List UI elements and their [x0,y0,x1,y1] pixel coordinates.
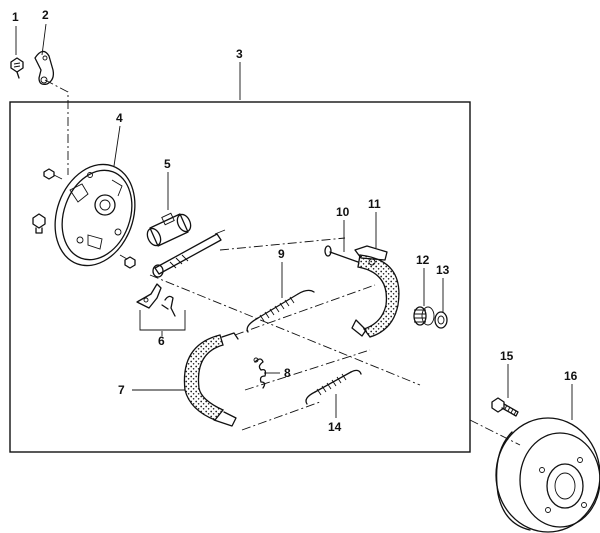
callout-labels: 1 2 3 4 5 6 7 8 9 10 11 12 13 14 15 16 [12,8,578,434]
callout-4: 4 [116,111,123,125]
wheel-stud-part-15 [491,397,519,417]
callout-8: 8 [284,366,291,380]
callout-10: 10 [336,205,350,219]
cup-washer-part-13 [434,311,448,329]
bolt-part-1 [10,57,24,79]
callout-15: 15 [500,349,514,363]
return-spring-part-14 [305,369,362,405]
callout-7: 7 [118,383,125,397]
alignment-lines [44,79,521,446]
bracket-part-2 [34,50,55,86]
plate-bolt-top [43,168,63,180]
brake-drum-part-16 [495,417,600,533]
callout-2: 2 [42,8,49,22]
callout-5: 5 [164,157,171,171]
adjuster-strut [152,229,226,278]
callout-11: 11 [368,197,381,211]
wheel-cylinder-part-5 [146,212,192,247]
plate-nipple-left [32,213,46,234]
callout-1: 1 [12,10,19,24]
hold-down-spring-part-12 [413,306,435,326]
assembly-frame [9,101,471,453]
callout-12: 12 [416,253,430,267]
callout-3: 3 [236,47,243,61]
brake-shoe-part-11 [351,245,400,338]
brake-shoe-part-7 [183,332,239,427]
callout-13: 13 [436,263,450,277]
backing-plate-part-4 [54,163,136,267]
callout-9: 9 [278,247,285,261]
callout-leaders [15,23,573,420]
hold-down-pin-part-10 [324,245,359,263]
return-spring-part-9 [246,289,315,333]
callout-6: 6 [158,334,165,348]
plate-bolt-bottom [119,254,136,269]
spring-part-8 [253,357,267,389]
callout-14: 14 [328,420,342,434]
callout-16: 16 [564,369,578,383]
lever-set-part-6 [136,283,186,331]
